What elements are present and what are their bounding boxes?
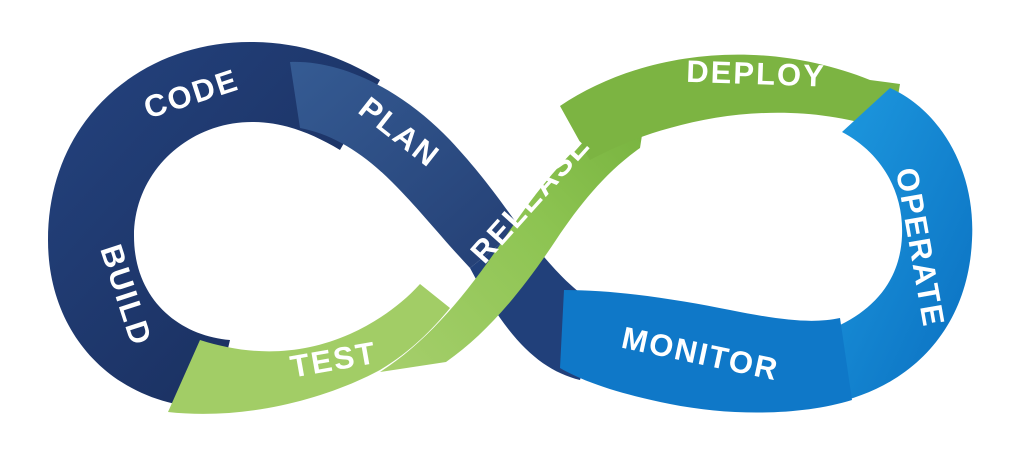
loop-segment-release — [380, 84, 650, 372]
loop-segment-plan — [290, 61, 520, 268]
stage-label-deploy: DEPLOY — [686, 54, 827, 94]
loop-segment-monitor — [560, 290, 852, 413]
loop-segment-operate — [824, 88, 973, 404]
loop-segment-deploy — [560, 54, 900, 160]
loop-segment-build — [48, 42, 380, 408]
loop-segment-test — [168, 284, 450, 414]
